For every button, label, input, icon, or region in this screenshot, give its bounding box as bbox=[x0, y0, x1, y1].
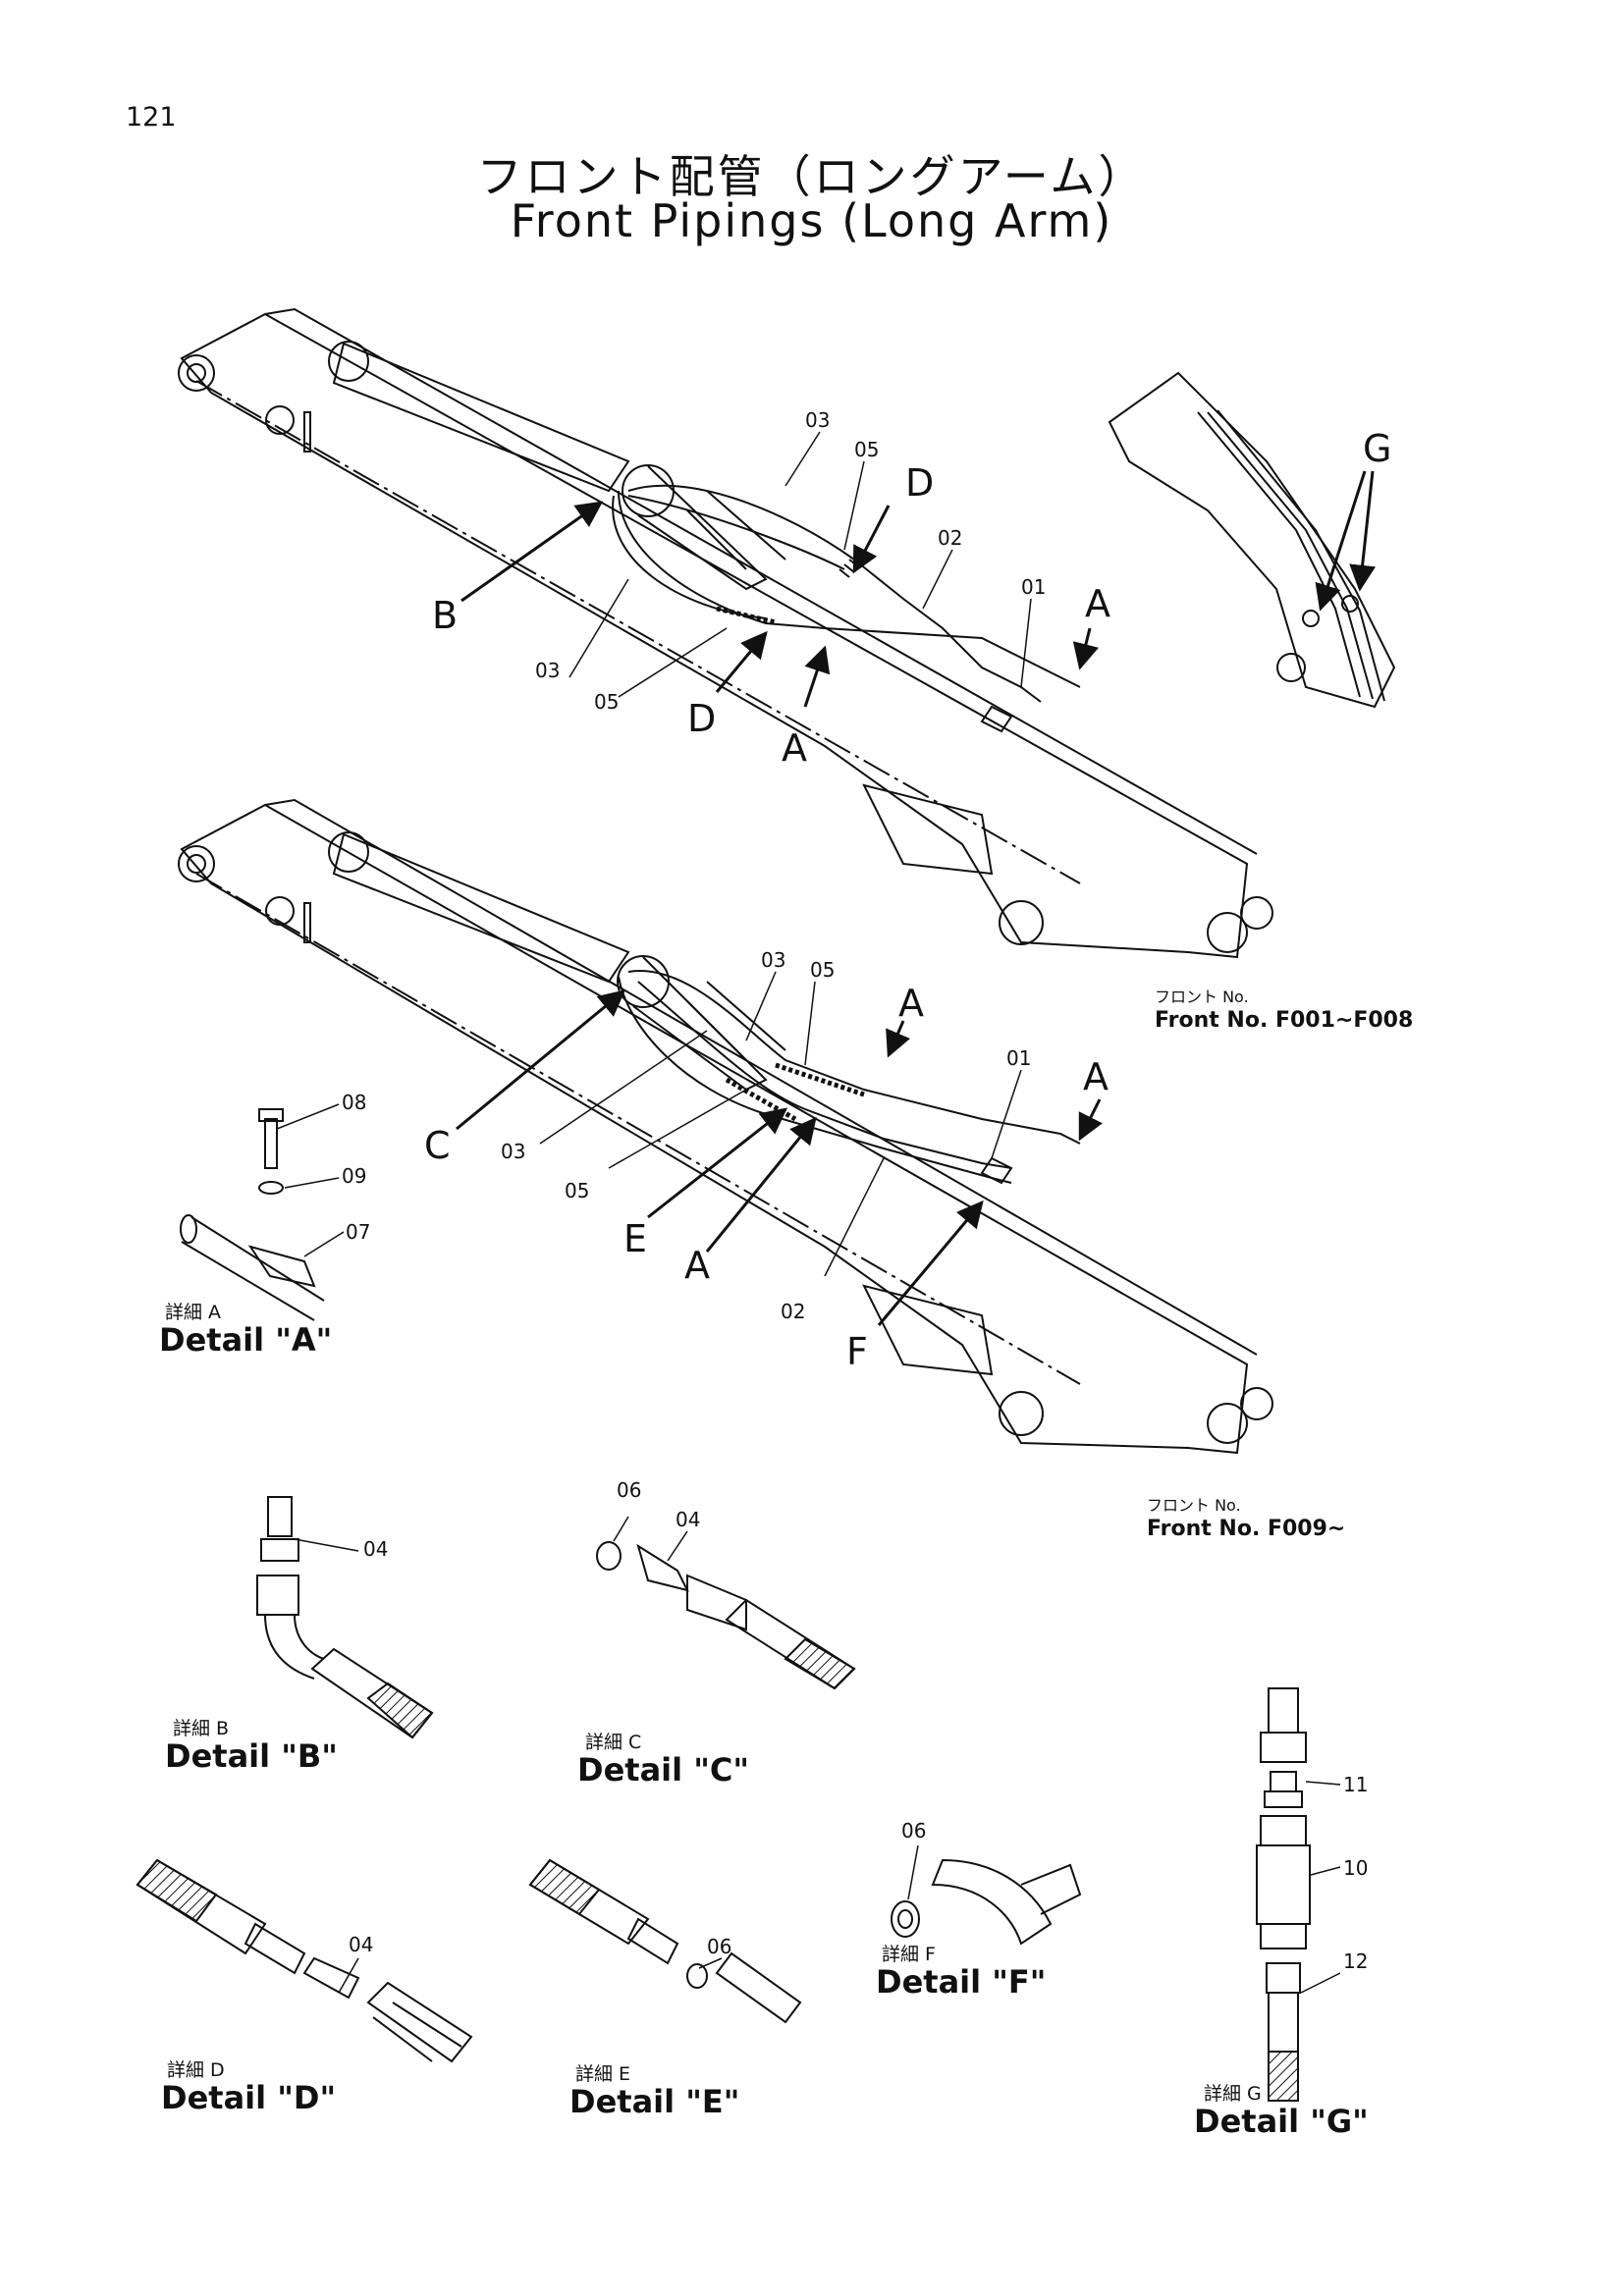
part-01: 01 bbox=[1021, 575, 1046, 599]
callout-b: B bbox=[432, 594, 458, 637]
part-03: 03 bbox=[501, 1140, 525, 1163]
part-02: 02 bbox=[938, 526, 962, 550]
part-04: 04 bbox=[349, 1933, 373, 1956]
detail-c-fitting bbox=[596, 1541, 856, 1690]
part-06: 06 bbox=[617, 1478, 641, 1502]
detail-a-caption-jp: 詳細 A bbox=[165, 1302, 222, 1323]
part-06: 06 bbox=[707, 1935, 731, 1958]
detail-e-caption: Detail "E" bbox=[569, 2083, 740, 2120]
part-04: 04 bbox=[363, 1537, 388, 1561]
part-12: 12 bbox=[1343, 1949, 1368, 1973]
part-10: 10 bbox=[1343, 1856, 1368, 1880]
part-03: 03 bbox=[535, 659, 560, 682]
leader-lines bbox=[276, 431, 1341, 1994]
part-06: 06 bbox=[901, 1819, 926, 1842]
callout-a-lower-2: A bbox=[1083, 1055, 1109, 1098]
part-08: 08 bbox=[342, 1091, 366, 1114]
title-japanese: フロント配管（ロングアーム） bbox=[476, 150, 1147, 203]
inset-detail-g bbox=[1108, 371, 1396, 709]
detail-a-caption: Detail "A" bbox=[159, 1321, 333, 1359]
front-no-note-2: フロント No. Front No. F009~ bbox=[1147, 1496, 1346, 1541]
part-11: 11 bbox=[1343, 1773, 1368, 1796]
detail-d-fitting bbox=[135, 1858, 473, 2063]
callout-a-lower-1: A bbox=[898, 982, 924, 1025]
page-number: 121 bbox=[126, 102, 177, 133]
callout-e: E bbox=[623, 1217, 647, 1260]
detail-f-caption: Detail "F" bbox=[876, 1963, 1047, 2001]
detail-e-caption-jp: 詳細 E bbox=[575, 2063, 631, 2085]
detail-b-caption-jp: 詳細 B bbox=[173, 1718, 230, 1739]
part-05: 05 bbox=[565, 1179, 589, 1202]
arm-lower bbox=[178, 798, 1273, 1455]
detail-b-fitting bbox=[256, 1496, 434, 1739]
callout-d-upper: D bbox=[905, 461, 934, 505]
callout-d-lower: D bbox=[687, 697, 716, 740]
detail-e-fitting bbox=[528, 1858, 802, 2024]
detail-d-caption-jp: 詳細 D bbox=[167, 2059, 225, 2081]
part-07: 07 bbox=[346, 1220, 370, 1244]
part-09: 09 bbox=[342, 1164, 366, 1188]
part-02: 02 bbox=[781, 1300, 805, 1323]
pipes-upper bbox=[612, 484, 1081, 733]
arm-upper bbox=[178, 307, 1273, 959]
detail-b-caption: Detail "B" bbox=[165, 1737, 338, 1775]
callout-f: F bbox=[846, 1330, 868, 1373]
detail-c-caption-jp: 詳細 C bbox=[585, 1732, 642, 1753]
part-05: 05 bbox=[810, 958, 835, 982]
part-05: 05 bbox=[594, 690, 619, 714]
callout-a-upper-2: A bbox=[1085, 582, 1110, 625]
detail-c-caption: Detail "C" bbox=[577, 1751, 750, 1789]
callout-arrows bbox=[456, 470, 1377, 1326]
detail-f-fitting bbox=[891, 1858, 1082, 1946]
callout-c: C bbox=[424, 1124, 451, 1167]
callout-a-lower-3: A bbox=[684, 1244, 710, 1287]
detail-g-caption-jp: 詳細 G bbox=[1204, 2083, 1262, 2105]
title-english: Front Pipings (Long Arm) bbox=[510, 194, 1113, 247]
callout-a-upper-1: A bbox=[782, 726, 807, 770]
part-04: 04 bbox=[676, 1508, 700, 1531]
part-03: 03 bbox=[805, 408, 830, 432]
part-01: 01 bbox=[1006, 1046, 1031, 1070]
detail-a-clamp bbox=[180, 1108, 325, 1321]
detail-g-valve bbox=[1256, 1687, 1311, 2102]
callout-g: G bbox=[1363, 427, 1391, 470]
detail-d-caption: Detail "D" bbox=[161, 2079, 337, 2116]
part-03: 03 bbox=[761, 948, 785, 972]
front-no-note-1: フロント No. Front No. F001~F008 bbox=[1155, 988, 1414, 1033]
detail-g-caption: Detail "G" bbox=[1194, 2103, 1369, 2140]
detail-f-caption-jp: 詳細 F bbox=[882, 1944, 936, 1965]
pipes-lower bbox=[618, 970, 1081, 1185]
part-05: 05 bbox=[854, 438, 879, 461]
